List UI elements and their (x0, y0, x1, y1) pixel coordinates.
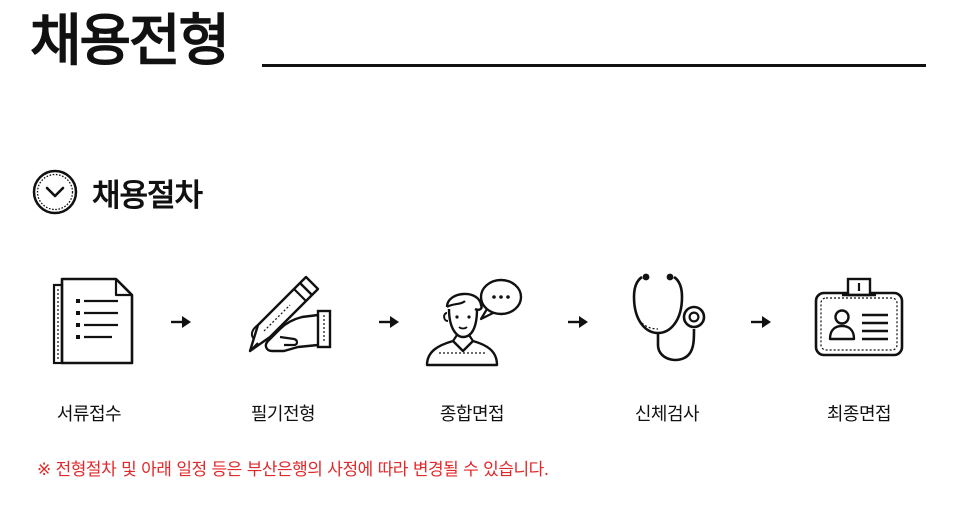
step-label: 신체검사 (634, 404, 700, 425)
stethoscope-icon (632, 273, 706, 362)
title-rule (262, 64, 926, 67)
page-title: 채용전형 (30, 9, 230, 74)
arrow-right-icon (379, 316, 399, 328)
id-badge-icon (814, 277, 904, 357)
arrow-right-icon (751, 316, 771, 328)
step-label: 최종면접 (826, 404, 892, 425)
step-comprehensive-interview: 종합면접 (392, 265, 552, 426)
arrow-right-icon (568, 316, 588, 328)
pen-writing-icon (248, 275, 332, 353)
step-label: 서류접수 (56, 404, 122, 425)
step-label: 필기전형 (250, 404, 316, 425)
process-steps: 서류접수 필기전형 (0, 265, 968, 435)
interview-person-icon (425, 278, 523, 367)
step-document-submission: 서류접수 (9, 265, 169, 426)
section-header: 채용절차 (32, 166, 203, 218)
step-final-interview: 최종면접 (779, 265, 939, 426)
step-written-test: 필기전형 (203, 265, 363, 426)
arrow-right-icon (171, 316, 191, 328)
schedule-notice: ※ 전형절차 및 아래 일정 등은 부산은행의 사정에 따라 변경될 수 있습니… (37, 460, 549, 480)
document-icon (52, 277, 134, 365)
chevron-down-circle-icon (32, 169, 78, 215)
step-label: 종합면접 (439, 404, 505, 425)
section-title: 채용절차 (92, 177, 203, 214)
step-physical-exam: 신체검사 (587, 265, 747, 426)
